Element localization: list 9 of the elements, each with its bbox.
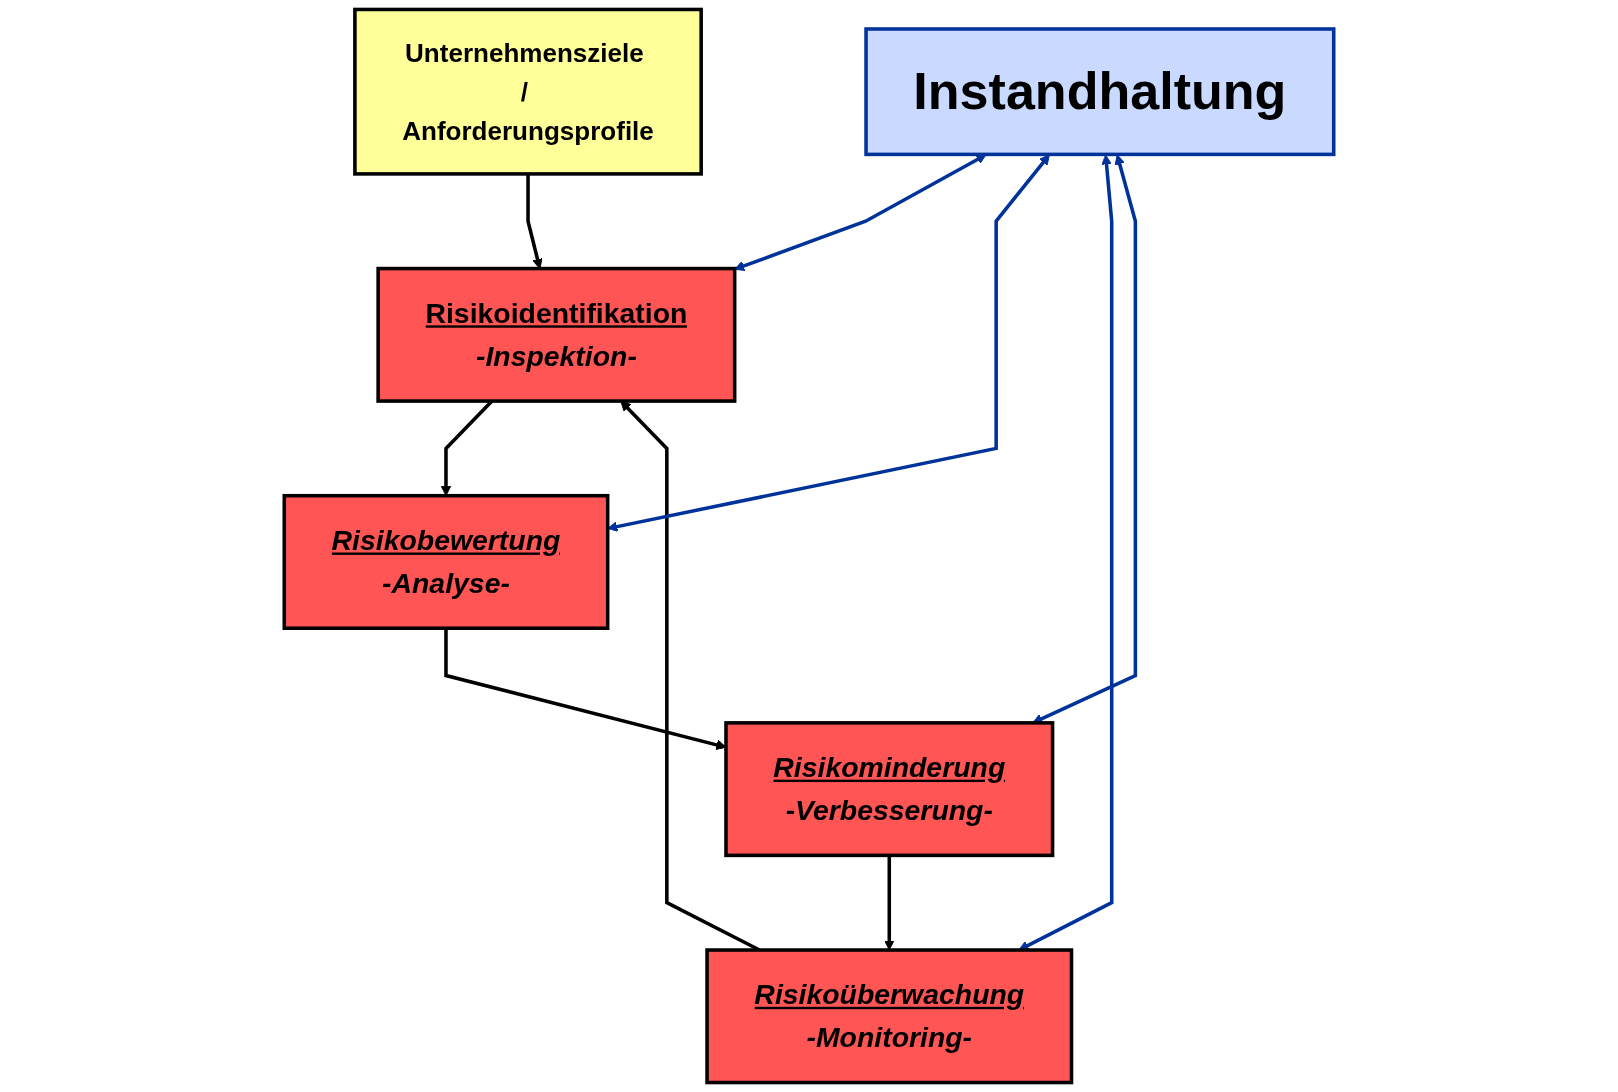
node-box: Instandhaltung <box>864 27 1336 157</box>
node-box: Unternehmensziele / Anforderungsprofile <box>353 7 703 176</box>
arrow <box>734 154 987 271</box>
node-box: Risikobewertung -Analyse- <box>282 493 610 630</box>
arrow <box>1018 154 1114 951</box>
node-box: Risikominderung -Verbesserung- <box>724 721 1055 858</box>
arrow <box>884 855 895 951</box>
node-box: Risikoüberwachung -Monitoring- <box>705 948 1074 1085</box>
node-box: Risikoidentifikation -Inspektion- <box>376 266 737 403</box>
